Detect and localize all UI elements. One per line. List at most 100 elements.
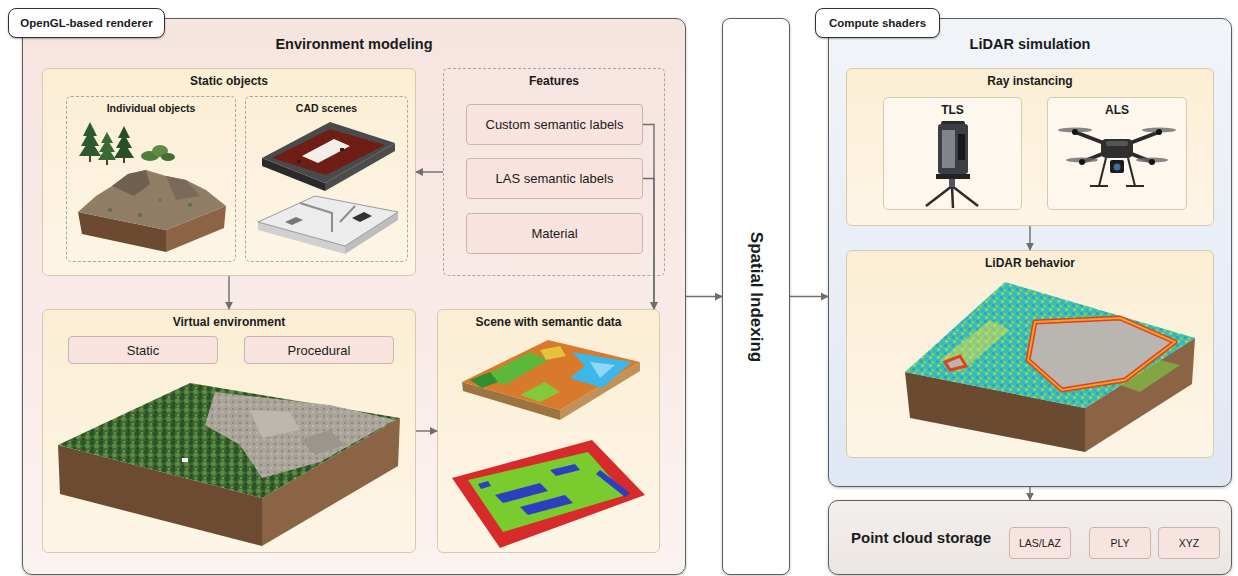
tls-scanner-icon <box>958 134 965 160</box>
virtual-environment-model <box>205 392 395 478</box>
node-title: CAD scenes <box>296 102 357 114</box>
tree-icons <box>79 139 101 156</box>
flow-arrow <box>1029 226 1030 250</box>
cad-room-model <box>340 148 344 151</box>
lidar-point-cloud-model <box>905 282 1195 408</box>
als-drone-icon <box>1114 164 1121 171</box>
als-drone-icon <box>1079 159 1085 165</box>
flow-arrow <box>790 296 828 297</box>
node-title: Scene with semantic data <box>475 315 621 329</box>
flow-arrow <box>643 179 654 310</box>
feature-box: Procedural <box>244 336 394 364</box>
node-title: Compute shaders <box>829 17 926 29</box>
flow-arrow <box>1029 487 1030 500</box>
terrain-model <box>138 213 142 217</box>
semantic-terrain-model <box>462 340 640 410</box>
layer-tag: OpenGL-based renderer <box>8 8 165 38</box>
lidar-point-cloud-model <box>945 356 966 370</box>
semantic-terrain-model <box>470 372 498 388</box>
tls-scanner-icon <box>949 179 955 187</box>
format-box: LAS/LAZ <box>1009 527 1071 559</box>
semantic-room-model <box>495 483 548 503</box>
als-drone-icon <box>1110 160 1124 173</box>
feature-box: Static <box>68 336 218 364</box>
node-title: LiDAR simulation <box>970 36 1091 52</box>
tree-icons <box>123 158 125 163</box>
terrain-model <box>112 170 150 196</box>
tree-icons <box>106 160 108 165</box>
als-drone-icon <box>1090 185 1108 187</box>
cad-building-model <box>258 196 398 254</box>
cad-building-model <box>285 217 303 225</box>
tls-scanner-icon <box>926 186 952 206</box>
als-drone-icon <box>1072 129 1078 135</box>
virtual-environment-model <box>58 383 400 498</box>
node-title: Static objects <box>190 74 268 88</box>
node-title: Spatial Indexing <box>746 231 766 361</box>
als-drone-icon <box>1101 139 1133 158</box>
flow-arrow <box>416 171 443 172</box>
cad-building-model <box>258 196 398 246</box>
terrain-model <box>159 199 162 202</box>
format-box: PLY <box>1089 527 1151 559</box>
semantic-room-model <box>520 495 573 515</box>
terrain-model <box>78 170 226 252</box>
tls-scanner-icon <box>952 186 978 206</box>
node-title: XYZ <box>1179 537 1199 549</box>
semantic-terrain-model <box>570 352 632 388</box>
node-title: Individual objects <box>107 102 196 114</box>
flow-arrow <box>686 296 722 297</box>
node-title: OpenGL-based renderer <box>20 17 152 29</box>
node-title: Custom semantic labels <box>486 117 624 132</box>
flow-arrow <box>228 276 229 309</box>
tree-icons <box>114 142 134 158</box>
lidar-point-cloud-model <box>940 320 1010 372</box>
semantic-room-model <box>452 440 645 548</box>
cad-room-model <box>297 160 301 163</box>
semantic-room-model <box>550 464 580 476</box>
virtual-environment-model <box>250 410 300 438</box>
node-title: Environment modeling <box>275 36 432 52</box>
lidar-point-cloud-model <box>1028 318 1175 390</box>
cad-building-model <box>352 212 372 222</box>
als-drone-icon <box>1128 158 1135 186</box>
section-box: Ray instancingTLSALS <box>846 68 1214 226</box>
virtual-environment-model <box>300 430 345 455</box>
tls-scanner-icon <box>926 121 978 208</box>
cad-room-model <box>302 139 350 163</box>
format-box: XYZ <box>1158 527 1220 559</box>
terrain-model <box>188 203 192 207</box>
node-title: Material <box>531 226 577 241</box>
node-title: Point cloud storage <box>851 529 991 546</box>
tree-icons <box>79 122 175 165</box>
flow-arrow <box>643 125 654 310</box>
node-title: Ray instancing <box>987 74 1072 88</box>
terrain-model <box>108 208 112 212</box>
feature-box: Material <box>466 213 643 254</box>
cad-room-model <box>262 122 395 191</box>
tree-icons <box>89 156 91 162</box>
semantic-room-model <box>596 470 630 497</box>
feature-box: LAS semantic labels <box>466 158 643 199</box>
semantic-terrain-model <box>462 340 640 420</box>
virtual-environment-model <box>58 383 400 546</box>
tls-scanner-icon <box>942 130 955 168</box>
section-box: Static objectsIndividual objects CAD scen… <box>42 68 416 276</box>
node-title: Static <box>127 343 160 358</box>
semantic-room-model <box>452 440 645 548</box>
node-title: LAS/LAZ <box>1019 537 1061 549</box>
semantic-room-model <box>468 452 626 532</box>
lidar-point-cloud-model <box>905 282 1195 452</box>
tree-icons <box>98 146 116 160</box>
als-drone-icon <box>1126 185 1144 187</box>
storage-panel: Point cloud storage LAS/LAZ PLY XYZ <box>828 500 1232 575</box>
virtual-environment-model <box>182 458 188 462</box>
tls-scanner-icon <box>936 174 970 179</box>
flow-arrow <box>416 430 437 431</box>
node-title: LAS semantic labels <box>496 171 614 186</box>
lidar-point-cloud-model <box>1028 318 1175 390</box>
als-drone-icon <box>1106 141 1128 146</box>
feature-box: Custom semantic labels <box>466 104 643 145</box>
cad-room-model <box>272 129 385 175</box>
node-title: ALS <box>1105 103 1129 117</box>
